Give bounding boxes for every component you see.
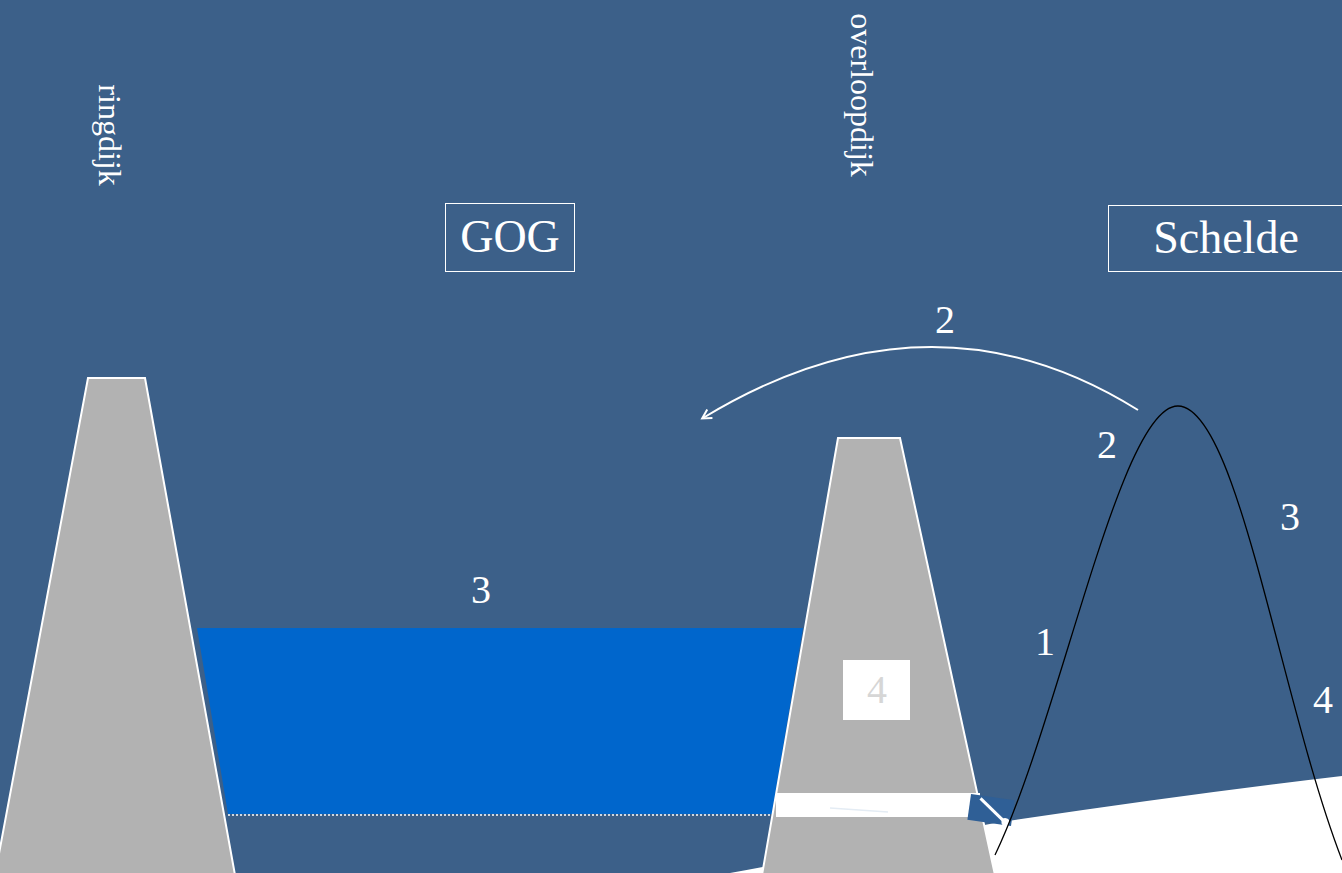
- culvert: [776, 793, 980, 817]
- overloopdijk-dike: [762, 438, 995, 873]
- callout-number: 1: [1035, 622, 1055, 662]
- callout-number: 2: [935, 300, 955, 340]
- callout-number: 3: [471, 570, 491, 610]
- water: [197, 628, 803, 814]
- overflow-arrow: [703, 347, 1138, 418]
- dike-name: ringdijk: [94, 84, 126, 185]
- culvert-flow: [830, 808, 888, 812]
- water-bottom: [228, 814, 775, 816]
- callout-number: 4: [1313, 680, 1333, 720]
- callout-number: 4: [867, 670, 887, 710]
- valve: [967, 794, 1014, 827]
- region-box: Schelde: [1108, 205, 1342, 272]
- region-name: GOG: [460, 212, 560, 263]
- region-name: Schelde: [1153, 213, 1299, 264]
- callout-number: 2: [1097, 425, 1117, 465]
- callout-number: 3: [1280, 497, 1300, 537]
- dike-name: overloopdijk: [846, 13, 878, 177]
- label-patch: [843, 660, 910, 720]
- region-box: GOG: [445, 203, 575, 272]
- ringdijk-dike: [0, 378, 235, 873]
- tide-curve: [995, 406, 1342, 860]
